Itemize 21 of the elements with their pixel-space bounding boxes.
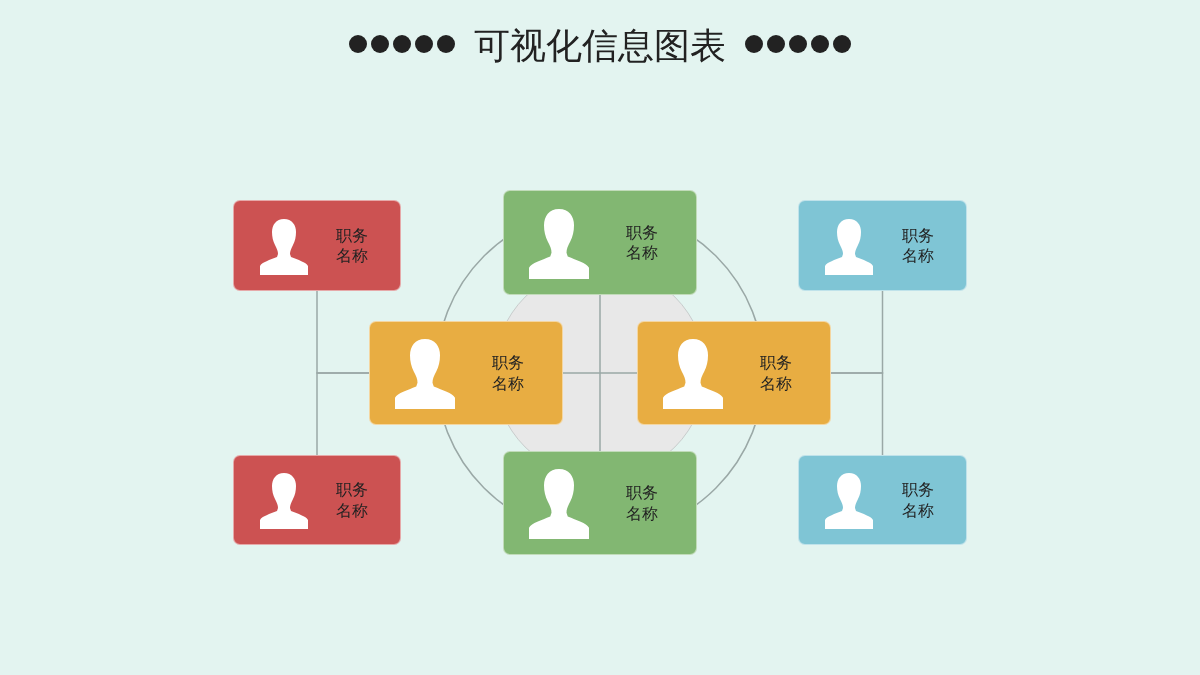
person-card <box>798 200 967 291</box>
person-card <box>798 455 967 545</box>
job-title: 职务名称 <box>336 225 369 268</box>
job-title: 职务名称 <box>626 483 659 525</box>
job-title: 职务名称 <box>626 222 659 265</box>
job-title: 职务名称 <box>492 353 525 395</box>
person-card <box>503 190 697 295</box>
person-card <box>369 321 563 425</box>
job-title: 职务名称 <box>902 480 935 522</box>
title: 可视化信息图表 <box>474 25 726 66</box>
person-card <box>503 451 697 555</box>
person-card <box>233 455 401 545</box>
person-card <box>637 321 831 425</box>
connector-line <box>599 294 601 452</box>
connector-line <box>316 372 370 456</box>
connector-line <box>830 372 884 456</box>
job-title: 职务名称 <box>902 225 935 268</box>
connector-line <box>562 372 638 374</box>
job-title: 职务名称 <box>336 480 369 522</box>
person-card <box>233 200 401 291</box>
job-title: 职务名称 <box>760 353 793 395</box>
